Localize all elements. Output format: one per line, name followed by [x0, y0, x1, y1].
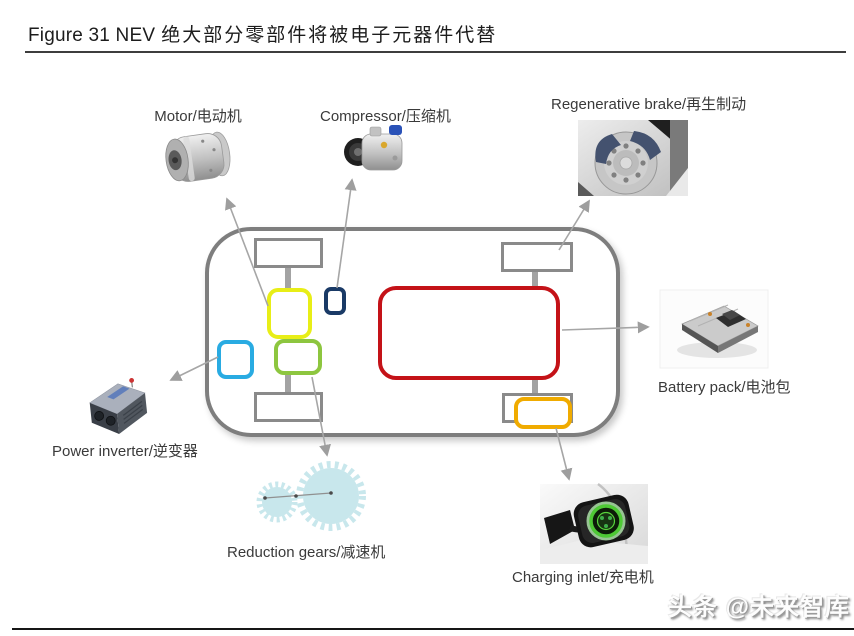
motor-image: [165, 131, 231, 182]
charging-inlet-label: Charging inlet/充电机: [512, 569, 654, 586]
watermark: 头条 @未来智库: [667, 594, 850, 621]
charging-inlet-image: [540, 482, 648, 565]
power-inverter-image: [89, 377, 148, 434]
leader-line-inverter: [169, 356, 219, 381]
bottom-divider: [12, 628, 854, 630]
battery-pack-image: [659, 289, 769, 369]
battery-pack-box: [378, 286, 560, 380]
front-left-axle: [285, 266, 291, 290]
reduction-gearbox-box: [274, 339, 322, 375]
figure-title-number: Figure 31 NEV: [28, 25, 156, 46]
compressor-label: Compressor/压缩机: [320, 108, 451, 125]
leader-lines: [169, 178, 650, 481]
charging-inlet-box: [514, 397, 572, 429]
motor-label: Motor/电动机: [154, 108, 242, 125]
compressor-box: [324, 287, 346, 315]
figure-title-caption: 绝大部分零部件将被电子元器件代替: [161, 25, 498, 46]
rear-left-axle: [285, 371, 291, 394]
compressor-image: [344, 125, 403, 171]
battery-pack-label: Battery pack/电池包: [658, 379, 791, 396]
power-inverter-box: [217, 340, 254, 379]
leader-line-brake: [558, 199, 590, 251]
leader-line-motor: [225, 197, 269, 307]
motor-box: [267, 288, 312, 339]
regenerative-brake-image: [578, 120, 688, 196]
wheel-front-left: [254, 238, 323, 268]
regenerative-brake-label: Regenerative brake/再生制动: [551, 96, 747, 113]
front-right-axle: [532, 270, 538, 289]
rear-right-axle: [532, 377, 538, 395]
reduction-gears-label: Reduction gears/减速机: [227, 544, 386, 561]
leader-line-gears: [311, 376, 331, 457]
wheel-rear-left: [254, 392, 323, 422]
title-divider: [25, 51, 846, 53]
reduction-gears-graphic: [256, 461, 366, 531]
leader-line-compressor: [336, 178, 357, 289]
leader-line-charging: [555, 427, 573, 481]
power-inverter-label: Power inverter/逆变器: [52, 443, 198, 460]
leader-line-battery: [561, 321, 650, 334]
